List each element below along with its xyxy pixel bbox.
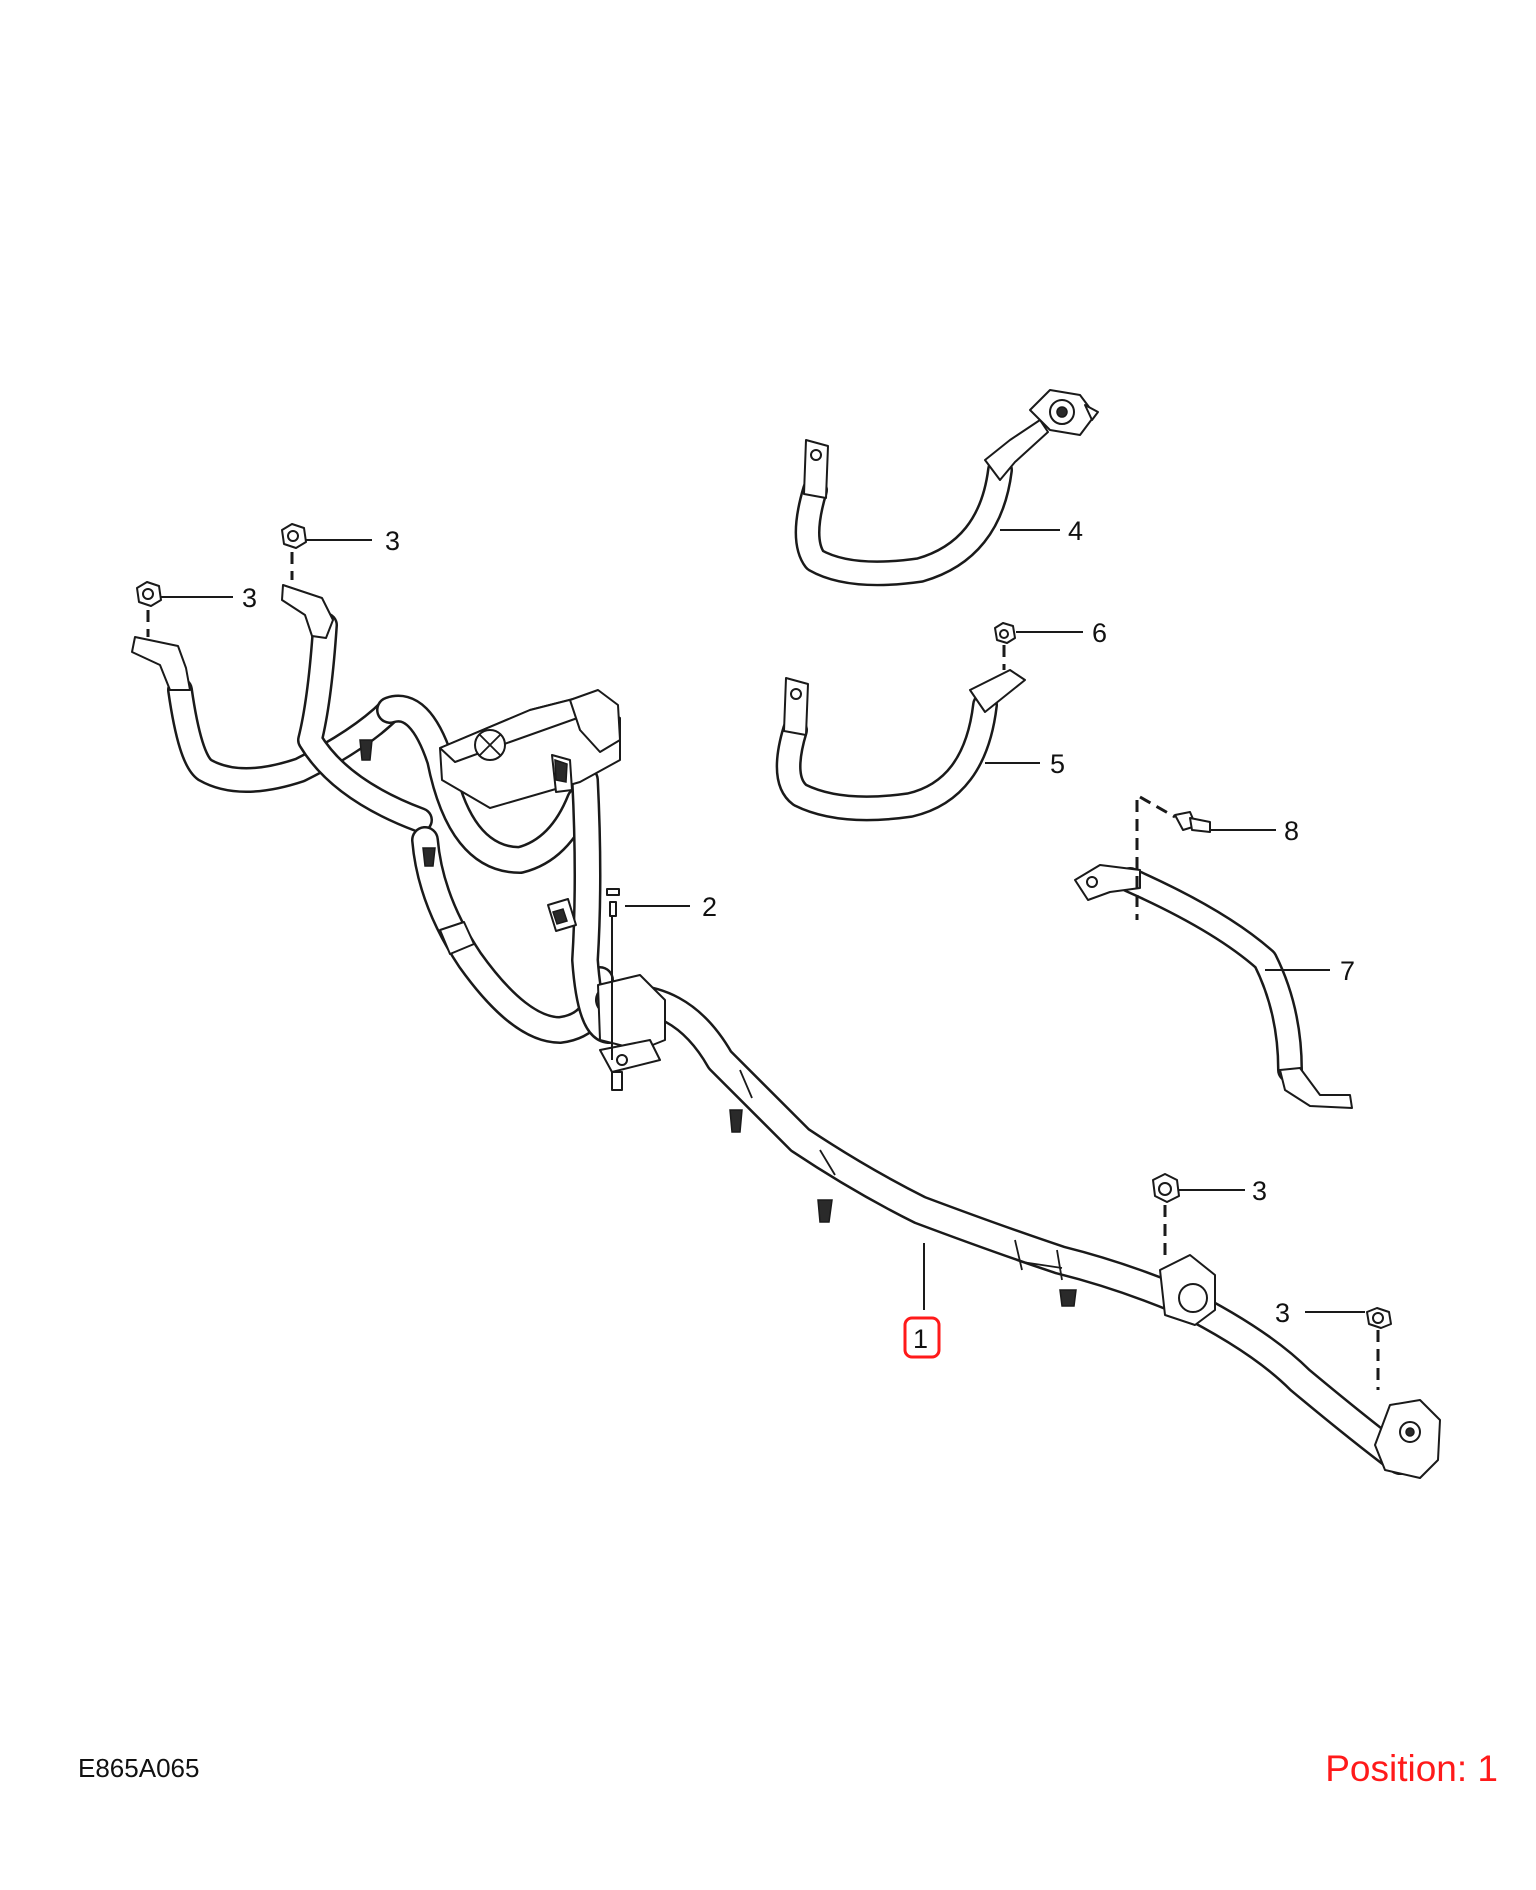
callout-4: 4 [1068,516,1083,546]
callout-6: 6 [1092,618,1107,648]
callout-7: 7 [1340,956,1355,986]
nut-3-far-right: 3 [1275,1298,1392,1390]
cable-7: 7 [1074,800,1355,1109]
callout-3-far-right: 3 [1275,1298,1290,1328]
cable-4: 4 [794,389,1099,587]
callout-3-right: 3 [1252,1176,1267,1206]
cable-5: 5 [775,669,1065,822]
callout-1-highlight [903,1316,941,1359]
bolt-8: 8 [1139,795,1299,846]
callout-3-left: 3 [242,583,257,613]
nut-6: 6 [994,618,1107,670]
callout-1-group: 1 [903,1243,941,1359]
callout-5: 5 [1050,749,1065,779]
main-harness [131,584,1441,1479]
nut-3-left-top: 3 [281,523,400,580]
position-label: Position: 1 [1325,1748,1498,1789]
callout-8: 8 [1284,816,1299,846]
nut-3-right: 3 [1152,1173,1267,1260]
drawing-code: E865A065 [78,1753,200,1783]
nut-3-left: 3 [136,581,257,637]
callout-3-top: 3 [385,526,400,556]
callout-1: 1 [913,1324,928,1354]
callout-2: 2 [702,892,717,922]
bolt-2: 2 [606,888,717,1060]
